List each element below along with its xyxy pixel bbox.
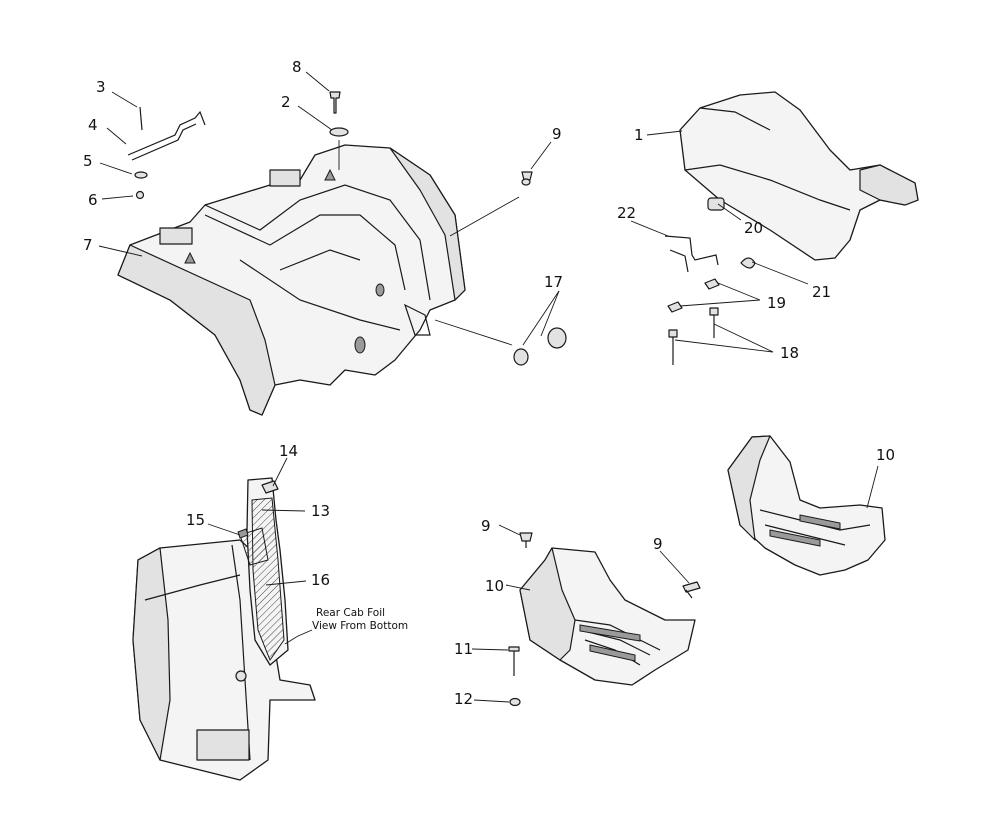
callout-9-left: 9 [481,517,491,535]
seat-part [679,91,919,261]
callout-10-right: 10 [876,446,895,464]
note-line-1: Rear Cab Foil [316,607,385,619]
callout-22: 22 [617,204,636,222]
callout-3: 3 [96,78,106,96]
view-note: Rear Cab Foil View From Bottom [312,607,408,632]
callout-16: 16 [311,571,330,589]
note-line-2: View From Bottom [312,620,408,632]
callout-18: 18 [780,344,799,362]
footwell-left-part [519,547,696,686]
callout-8: 8 [292,58,302,76]
callout-12: 12 [454,690,473,708]
callout-11: 11 [454,640,473,658]
callout-5: 5 [83,152,93,170]
footwell-fasteners [508,532,701,707]
leader-lines [98,71,879,703]
callout-6: 6 [88,191,98,209]
hardware-top-left [127,91,349,200]
callout-21: 21 [812,283,831,301]
footwell-right-part [727,435,886,576]
callout-10-middle: 10 [485,577,504,595]
callout-9-right: 9 [653,535,663,553]
callout-7: 7 [83,236,93,254]
rear-cab-part [117,144,466,416]
callout-9-top: 9 [552,125,562,143]
callout-20: 20 [744,219,763,237]
callout-labels: 1 2 3 4 5 6 7 8 9 9 9 10 10 11 12 13 14 … [83,58,895,708]
callout-19: 19 [767,294,786,312]
callout-15: 15 [186,511,205,529]
callout-1: 1 [634,126,644,144]
rear-cab-foil-part [132,477,316,781]
bumper-pads [434,171,567,366]
callout-17: 17 [544,273,563,291]
seat-latch-hardware [664,235,756,365]
callout-2: 2 [281,93,291,111]
callout-4: 4 [88,116,98,134]
callout-13: 13 [311,502,330,520]
callout-14: 14 [279,442,298,460]
